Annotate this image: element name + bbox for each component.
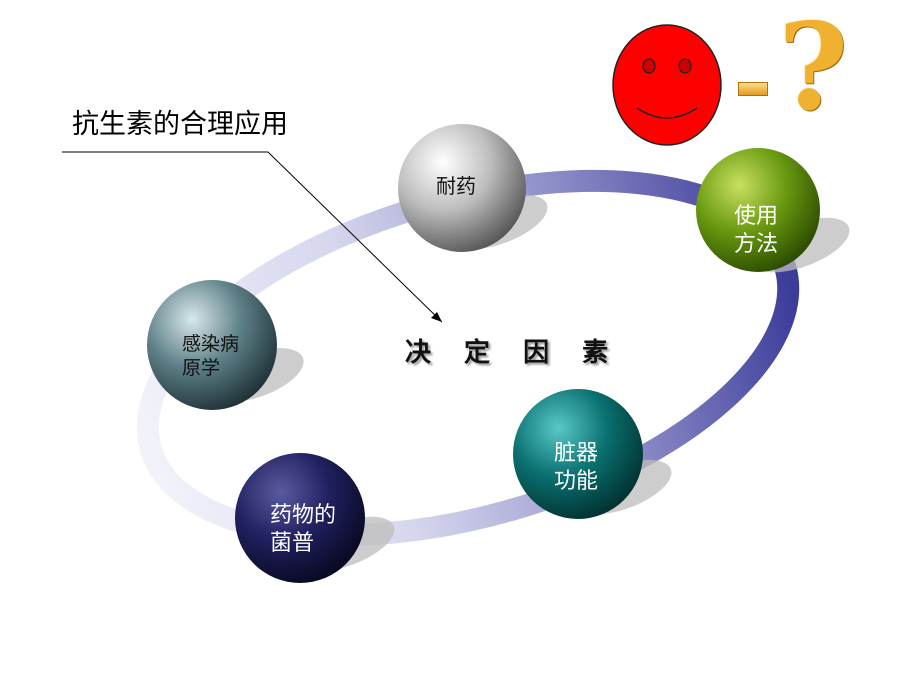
dash-symbol <box>738 82 768 96</box>
organ-label-line2: 功能 <box>554 468 599 494</box>
smiley-face-icon <box>612 24 722 146</box>
spectrum-label-line1: 药物的 <box>270 503 337 528</box>
page-title: 抗生素的合理应用 <box>72 109 288 140</box>
pathogen-label-line1: 感染病 <box>182 333 240 355</box>
center-label: 决 定 因 素 <box>405 338 621 368</box>
resistance-label-text: 耐药 <box>436 174 476 198</box>
spectrum-ball <box>235 453 365 583</box>
usage-label: 使用 方法 <box>734 203 778 258</box>
pointer-arrow <box>62 151 443 323</box>
usage-label-line2: 方法 <box>734 231 779 257</box>
spectrum-label-line2: 菌普 <box>270 530 315 556</box>
organ-label-line1: 脏器 <box>554 441 599 466</box>
usage-label-line1: 使用 <box>734 204 779 229</box>
pathogen-ball <box>147 280 277 410</box>
organ-ball <box>513 389 643 519</box>
question-mark-icon: ? <box>778 0 849 138</box>
resistance-label: 耐药 <box>436 174 476 199</box>
usage-ball <box>696 148 820 272</box>
resistance-ball <box>398 124 526 252</box>
pathogen-label-line2: 原学 <box>182 356 221 379</box>
spectrum-label: 药物的 菌普 <box>270 502 336 557</box>
organ-label: 脏器 功能 <box>554 440 598 495</box>
pathogen-label: 感染病 原学 <box>182 333 239 381</box>
